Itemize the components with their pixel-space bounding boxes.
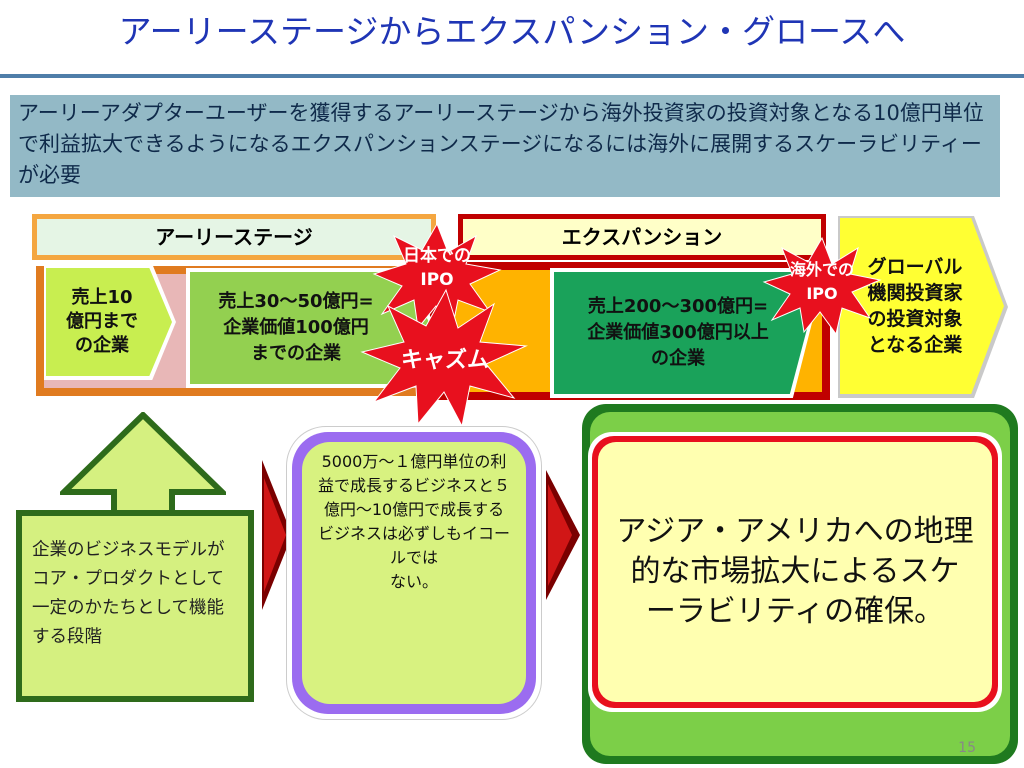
business-model-box-inner: 企業のビジネスモデルがコア・プロダクトとして一定のかたちとして機能する段階 xyxy=(22,516,248,696)
stage-box-3-inner: 売上200〜300億円= 企業価値300億円以上 の企業 xyxy=(554,272,822,394)
expansion-header-label: エクスパンション xyxy=(463,219,821,255)
title-divider xyxy=(0,74,1024,78)
page-number: 15 xyxy=(958,740,976,756)
slide-title: アーリーステージからエクスパンション・グロースへ xyxy=(118,12,906,51)
up-arrow xyxy=(60,412,226,522)
expansion-header: エクスパンション xyxy=(458,214,826,260)
intro-text-box: アーリーアダプターユーザーを獲得するアーリーステージから海外投資家の投資対象とな… xyxy=(10,95,1000,197)
profit-scale-text: 5000万〜１億円単位の利益で成長するビジネスと５億円〜10億円で成長するビジネ… xyxy=(317,452,510,591)
red-arrow-left xyxy=(262,460,292,610)
overseas-ipo-label: 海外での IPO xyxy=(762,256,882,308)
global-investor-arrow-inner: グローバル 機関投資家 の投資対象 となる企業 xyxy=(840,218,1004,394)
japan-ipo-text: 日本での IPO xyxy=(403,246,471,290)
japan-ipo-burst xyxy=(372,222,502,332)
overseas-ipo-burst xyxy=(762,236,882,336)
global-investor-text: グローバル 機関投資家 の投資対象 となる企業 xyxy=(867,256,963,356)
stage-box-1-inner: 売上10 億円まで の企業 xyxy=(46,268,172,376)
chasm-label: キャズム xyxy=(360,336,530,380)
stage-box-1-text: 売上10 億円まで の企業 xyxy=(66,287,138,356)
market-expansion-box-inner: アジア・アメリカへの地理的な市場拡大によるスケーラビリティの確保。 xyxy=(598,442,992,702)
stage-box-3-text: 売上200〜300億円= 企業価値300億円以上 の企業 xyxy=(587,296,769,369)
overseas-ipo-text: 海外での IPO xyxy=(789,260,854,303)
profit-scale-box-inner: 5000万〜１億円単位の利益で成長するビジネスと５億円〜10億円で成長するビジネ… xyxy=(302,442,526,704)
business-model-text: 企業のビジネスモデルがコア・プロダクトとして一定のかたちとして機能する段階 xyxy=(32,540,225,647)
red-arrow-right xyxy=(546,470,580,600)
stage-box-2-text: 売上30〜50億円= 企業価値100億円 までの企業 xyxy=(218,291,374,364)
stage-box-2-inner: 売上30〜50億円= 企業価値100億円 までの企業 xyxy=(190,272,432,384)
chasm-burst xyxy=(360,288,528,428)
market-expansion-text: アジア・アメリカへの地理的な市場拡大によるスケーラビリティの確保。 xyxy=(616,514,974,629)
japan-ipo-label: 日本での IPO xyxy=(372,240,502,296)
early-stage-header-label: アーリーステージ xyxy=(37,219,431,255)
chasm-text: キャズム xyxy=(400,348,489,373)
early-stage-header: アーリーステージ xyxy=(32,214,436,260)
